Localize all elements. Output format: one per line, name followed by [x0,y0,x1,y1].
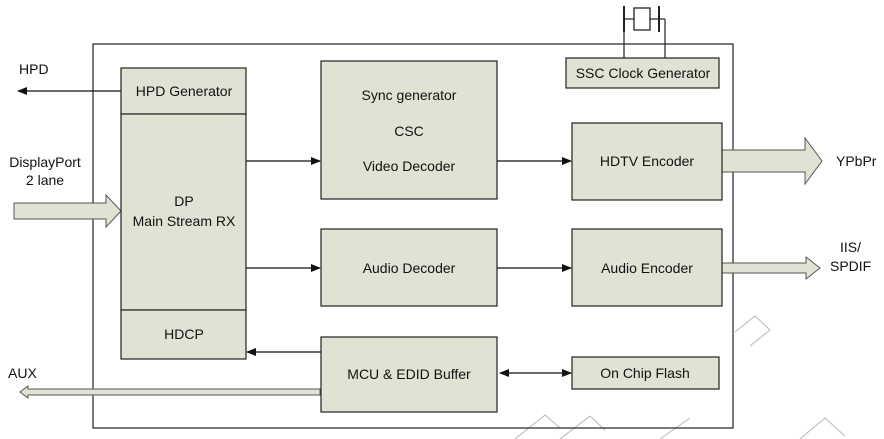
crystal-oscillator-icon [623,6,666,58]
mcu-edid-block: MCU & EDID Buffer [320,336,498,413]
chip-outline [92,43,734,429]
audio-encoder-block: Audio Encoder [571,228,723,307]
displayport-label-line1: DisplayPort [9,154,81,170]
hpd-label: HPD [19,61,49,77]
audio-decoder-block: Audio Decoder [320,228,498,307]
mcu-edid-label: MCU & EDID Buffer [347,366,471,382]
sync-generator-label: Sync generator [362,87,457,103]
dp-rx-label-line1: DP [174,193,193,209]
hdtv-encoder-label: HDTV Encoder [600,153,694,169]
displayport-label-line2: 2 lane [26,172,64,188]
hdcp-label: HDCP [164,326,204,342]
ypbpr-label: YPbPr [836,153,877,169]
hdtv-encoder-block: HDTV Encoder [571,122,723,201]
audio-decoder-label: Audio Decoder [363,260,456,276]
iis-label-line1: IIS/ [840,239,861,255]
ypbpr-output-arrow [721,136,823,186]
bus-arrows [13,136,823,399]
video-decoder-block: Sync generator CSC Video Decoder [320,60,498,200]
hdcp-block: HDCP [120,309,247,360]
aux-label: AUX [8,365,37,381]
audio-encoder-label: Audio Encoder [601,260,693,276]
iis-output-arrow [721,255,821,281]
on-chip-flash-label: On Chip Flash [600,365,689,381]
ssc-clock-generator-block: SSC Clock Generator [565,57,720,89]
hpd-generator-label: HPD Generator [136,83,233,99]
hpd-generator-block: HPD Generator [120,67,247,115]
csc-label: CSC [394,123,424,139]
displayport-input-arrow [13,193,122,229]
on-chip-flash-block: On Chip Flash [571,356,720,390]
dp-rx-label-line2: Main Stream RX [133,213,236,229]
aux-bus-arrow [19,385,321,399]
ssc-clock-label: SSC Clock Generator [576,65,711,81]
dp-main-stream-rx-block: DP Main Stream RX [120,113,247,311]
video-decoder-label: Video Decoder [363,158,456,174]
connections [17,87,572,377]
iis-label-line2: SPDIF [830,258,871,274]
